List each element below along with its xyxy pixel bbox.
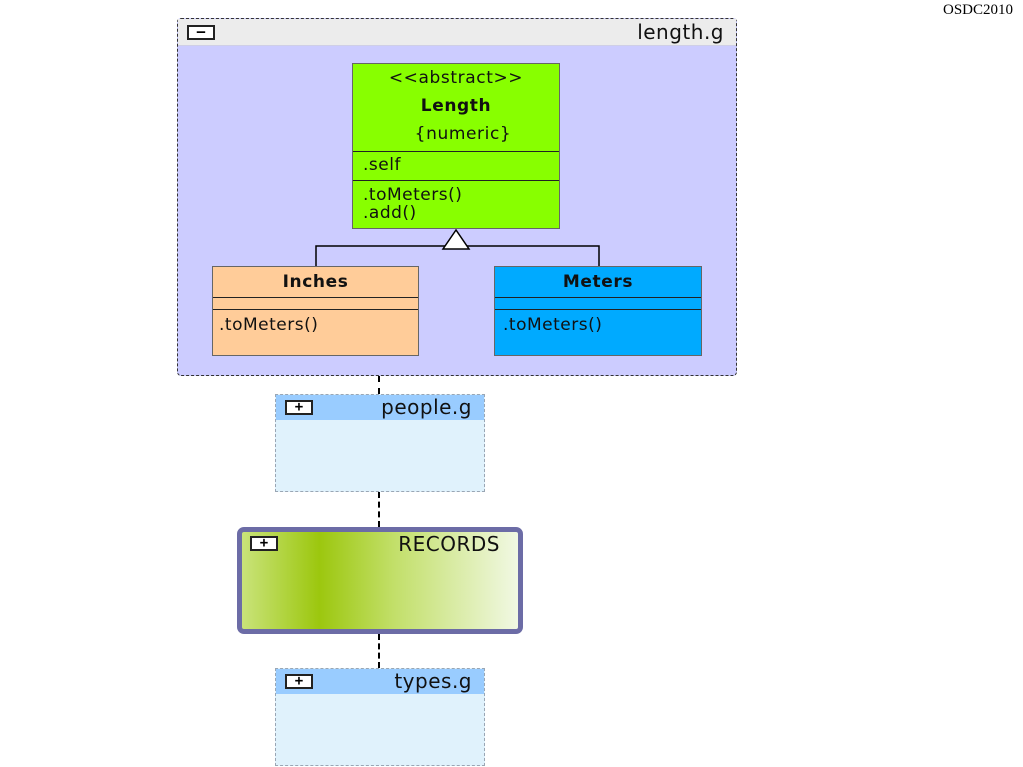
class-length[interactable]: <<abstract>> Length {numeric} .self .toM… bbox=[352, 63, 560, 229]
package-title-bar: – length.g bbox=[178, 19, 736, 46]
class-divider bbox=[353, 180, 559, 181]
package-title-bar: + types.g bbox=[276, 669, 484, 694]
class-divider bbox=[495, 309, 701, 310]
class-meters[interactable]: Meters .toMeters() bbox=[494, 266, 702, 356]
class-divider bbox=[213, 297, 418, 298]
package-name: people.g bbox=[381, 395, 472, 419]
class-name: Length bbox=[420, 96, 492, 116]
package-types-g[interactable]: + types.g bbox=[275, 668, 485, 766]
package-name: types.g bbox=[394, 669, 472, 693]
class-operation: .add() bbox=[363, 203, 417, 223]
class-stereotype: <<abstract>> bbox=[388, 68, 524, 88]
slide-corner-label: OSDC2010 bbox=[942, 2, 1013, 18]
expand-toggle-button[interactable]: + bbox=[285, 400, 313, 415]
class-divider bbox=[213, 309, 418, 310]
class-operation: .toMeters() bbox=[363, 185, 463, 205]
expand-toggle-button[interactable]: + bbox=[250, 536, 278, 551]
class-constraint: {numeric} bbox=[414, 124, 512, 144]
package-name: RECORDS bbox=[398, 532, 500, 556]
class-operation: .toMeters() bbox=[219, 315, 319, 335]
package-records[interactable]: + RECORDS bbox=[237, 527, 523, 634]
class-operation: .toMeters() bbox=[503, 315, 603, 335]
connector-records-types bbox=[378, 634, 380, 668]
inheritance-line-meters bbox=[456, 245, 600, 266]
inheritance-triangle-icon bbox=[441, 228, 471, 250]
class-divider bbox=[495, 297, 701, 298]
expand-toggle-button[interactable]: + bbox=[285, 674, 313, 689]
class-inches[interactable]: Inches .toMeters() bbox=[212, 266, 419, 356]
package-name: length.g bbox=[637, 20, 724, 44]
class-name: Meters bbox=[562, 272, 634, 292]
collapse-toggle-button[interactable]: – bbox=[187, 25, 215, 40]
class-name: Inches bbox=[282, 272, 349, 292]
connector-people-records bbox=[378, 492, 380, 527]
class-attribute: .self bbox=[363, 155, 401, 175]
inheritance-line-inches bbox=[315, 245, 456, 266]
package-people-g[interactable]: + people.g bbox=[275, 394, 485, 492]
connector-length-people bbox=[378, 376, 380, 394]
class-divider bbox=[353, 151, 559, 152]
package-title-bar: + people.g bbox=[276, 395, 484, 420]
